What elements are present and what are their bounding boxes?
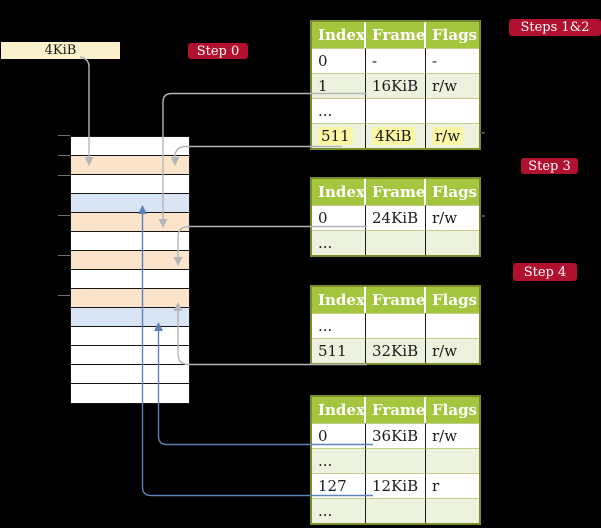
table-cell-t1-0-frame: - — [366, 48, 426, 73]
memory-frame-40KiB-free — [71, 327, 189, 346]
memory-frame-4KiB-page-table — [71, 156, 189, 175]
step-badge-1-2: Steps 1&2 — [509, 19, 601, 36]
memory-frame-24KiB-page-table — [71, 251, 189, 270]
memory-frame-44KiB-free — [71, 346, 189, 365]
step-badge-3: Step 3 — [521, 158, 578, 174]
table-cell-t3-...-frame — [366, 313, 426, 338]
table-cell-t1-1-frame: 16KiB — [366, 73, 426, 98]
table-header-frame: Frame — [366, 179, 426, 205]
table-header-flags: Flags — [426, 287, 479, 313]
highlighted-value: 4KiB — [372, 127, 415, 145]
table-cell-t4-...-index: ... — [312, 498, 366, 523]
table-cell-t1-...-flags — [426, 98, 479, 123]
table-cell-t1-1-flags: r/w — [426, 73, 479, 98]
step-badge-0: Step 0 — [188, 43, 248, 59]
highlighted-value: 511 — [318, 127, 353, 145]
memory-tick — [58, 295, 70, 296]
physical-memory-column — [70, 136, 190, 404]
table-cell-t2-0-frame: 24KiB — [366, 205, 426, 230]
table-header-frame: Frame — [366, 287, 426, 313]
memory-frame-12KiB-data — [71, 194, 189, 213]
table-header-index: Index — [312, 287, 366, 313]
edge-dash — [480, 132, 485, 134]
memory-tick — [58, 155, 70, 156]
table-header-index: Index — [312, 397, 366, 423]
table-cell-t1-511-flags: r/w — [426, 123, 479, 148]
table-cell-t4-...-frame — [366, 448, 426, 473]
table-header-index: Index — [312, 22, 366, 48]
table-cell-t3-...-index: ... — [312, 313, 366, 338]
table-cell-t2-...-flags — [426, 230, 479, 255]
memory-frame-8KiB-free — [71, 175, 189, 194]
table-cell-t1-1-index: 1 — [312, 73, 366, 98]
memory-tick — [58, 215, 70, 216]
table-header-flags: Flags — [426, 179, 479, 205]
memory-frame-16KiB-page-table — [71, 213, 189, 232]
table-cell-t4-0-frame: 36KiB — [366, 423, 426, 448]
memory-frame-28KiB-free — [71, 270, 189, 289]
table-cell-t3-511-index: 511 — [312, 338, 366, 363]
memory-frame-0KiB-free — [71, 137, 189, 156]
memory-tick — [58, 175, 70, 176]
memory-frame-36KiB-data — [71, 308, 189, 327]
table-header-flags: Flags — [426, 397, 479, 423]
table-cell-t4-127-frame: 12KiB — [366, 473, 426, 498]
table-cell-t2-0-flags: r/w — [426, 205, 479, 230]
table-header-index: Index — [312, 179, 366, 205]
memory-tick — [58, 255, 70, 256]
table-cell-t4-...-index: ... — [312, 448, 366, 473]
frame-size-label: 4KiB — [1, 42, 120, 59]
table-cell-t4-...-flags — [426, 498, 479, 523]
table-cell-t2-...-index: ... — [312, 230, 366, 255]
table-cell-t3-...-flags — [426, 313, 479, 338]
table-cell-t3-511-frame: 32KiB — [366, 338, 426, 363]
highlighted-value: r/w — [432, 127, 464, 145]
table-cell-t2-0-index: 0 — [312, 205, 366, 230]
memory-frame-48KiB-free — [71, 365, 189, 384]
table-cell-t4-...-flags — [426, 448, 479, 473]
table-cell-t2-...-frame — [366, 230, 426, 255]
table-cell-t3-511-flags: r/w — [426, 338, 479, 363]
table-cell-t1-...-index: ... — [312, 98, 366, 123]
table-cell-t1-511-index: 511 — [312, 123, 366, 148]
table-cell-t4-0-flags: r/w — [426, 423, 479, 448]
table-cell-t4-...-frame — [366, 498, 426, 523]
step-badge-4: Step 4 — [513, 263, 577, 281]
table-cell-t1-0-flags: - — [426, 48, 479, 73]
table-cell-t1-0-index: 0 — [312, 48, 366, 73]
memory-frame-20KiB-free — [71, 232, 189, 251]
memory-tick — [58, 135, 70, 136]
table-cell-t1-511-frame: 4KiB — [366, 123, 426, 148]
memory-frame-52KiB-free — [71, 384, 189, 403]
table-cell-t4-127-flags: r — [426, 473, 479, 498]
table-cell-t1-...-frame — [366, 98, 426, 123]
edge-dash — [480, 215, 485, 217]
table-cell-t4-127-index: 127 — [312, 473, 366, 498]
table-header-frame: Frame — [366, 397, 426, 423]
memory-frame-32KiB-page-table — [71, 289, 189, 308]
table-cell-t4-0-index: 0 — [312, 423, 366, 448]
table-header-flags: Flags — [426, 22, 479, 48]
table-header-frame: Frame — [366, 22, 426, 48]
